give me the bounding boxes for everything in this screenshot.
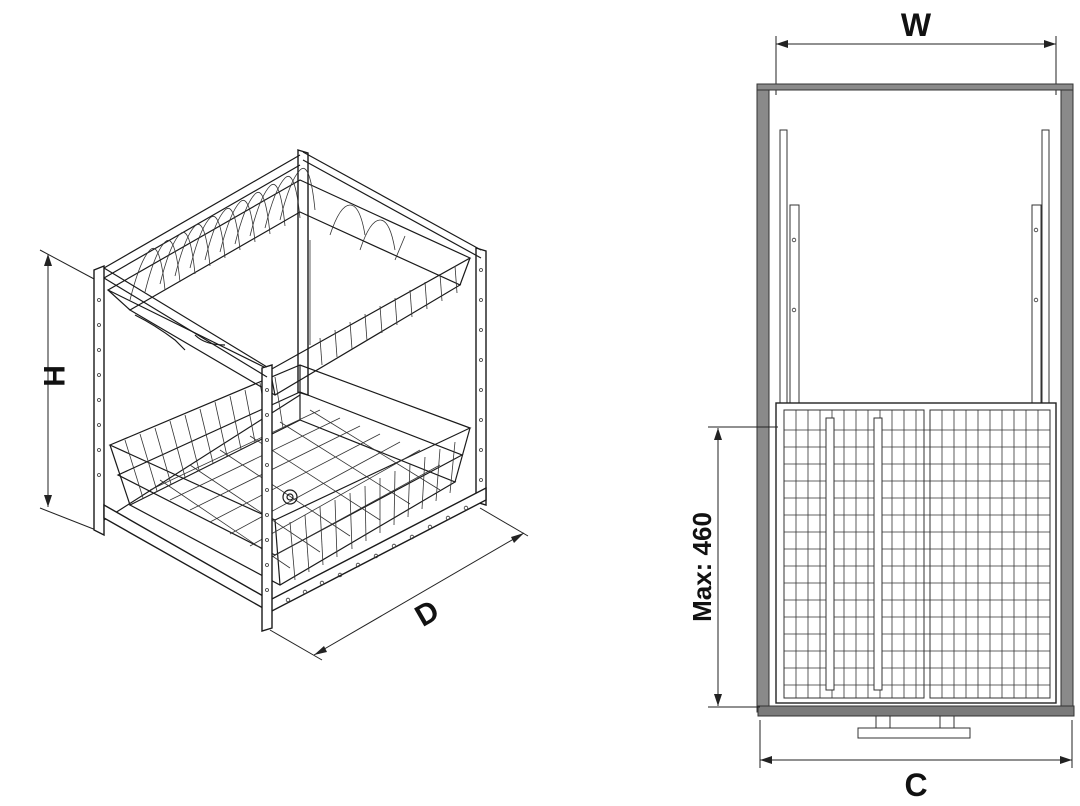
bottom-rail xyxy=(103,486,487,613)
clearance-label: C xyxy=(904,767,927,803)
extended-basket xyxy=(775,402,1057,704)
left-frame-holes xyxy=(97,298,101,477)
depth-label: D xyxy=(410,594,445,633)
max-extension-dimension xyxy=(708,426,778,708)
base-plate xyxy=(857,715,971,739)
height-dimension xyxy=(39,249,97,531)
slide-rails xyxy=(779,129,1050,411)
top-plan-view: W xyxy=(687,7,1075,803)
front-frame-post xyxy=(103,267,483,632)
max-extension-label: Max: 460 xyxy=(687,512,717,622)
upper-dish-rack xyxy=(106,168,472,396)
lower-wire-basket xyxy=(108,364,472,586)
left-side-frame xyxy=(93,154,301,537)
depth-dimension xyxy=(269,507,529,661)
width-label: W xyxy=(901,7,932,43)
cabinet-walls xyxy=(756,83,1075,717)
isometric-basket-view: H D xyxy=(37,149,529,661)
clearance-dimension xyxy=(759,720,1073,768)
back-frame-posts xyxy=(297,149,487,506)
height-label: H xyxy=(37,365,70,387)
